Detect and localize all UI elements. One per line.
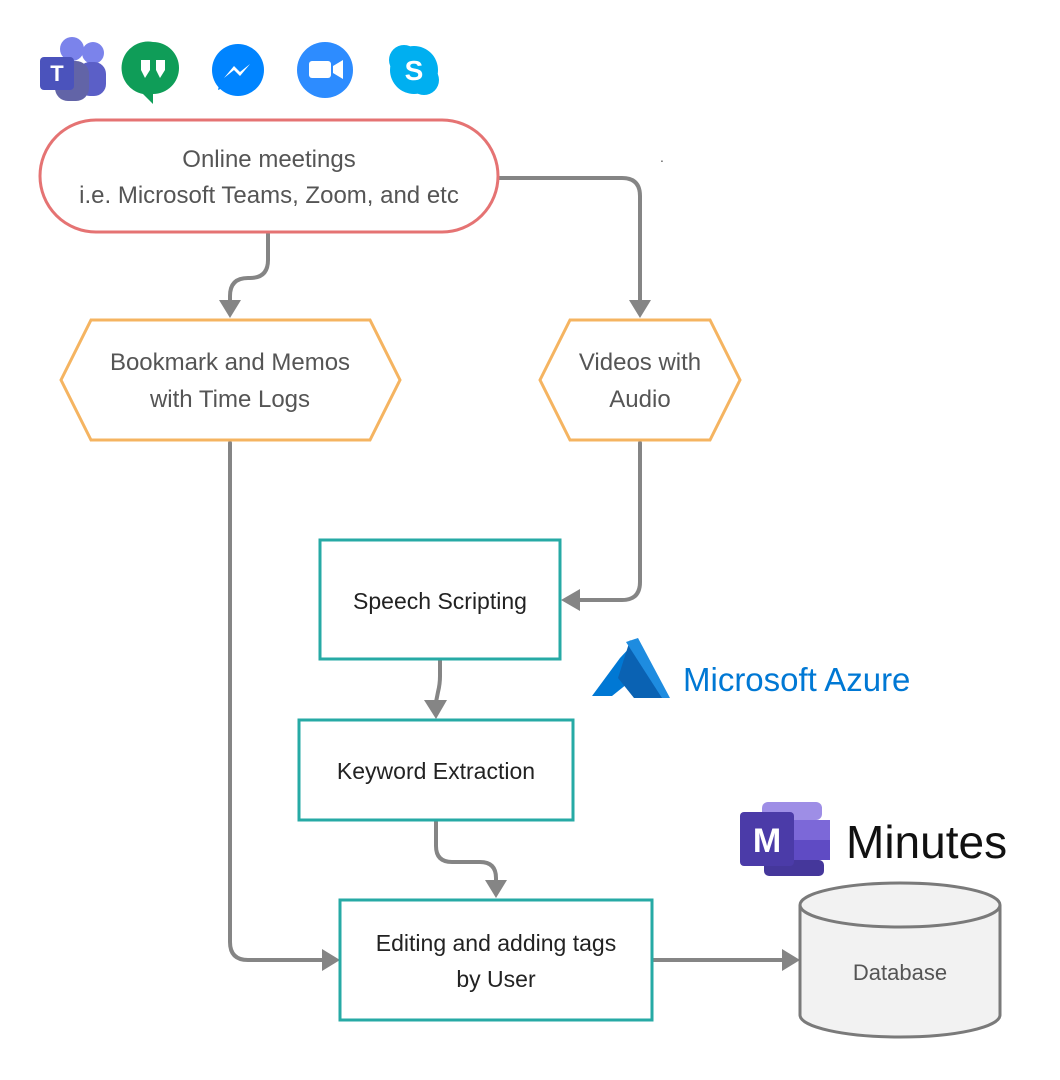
messenger-icon bbox=[212, 44, 264, 96]
bookmark-node: Bookmark and Memos with Time Logs bbox=[59, 318, 402, 442]
minutes-icon-letter: M bbox=[753, 822, 781, 860]
keyword-extraction-label: Keyword Extraction bbox=[337, 758, 535, 784]
azure-icon bbox=[592, 638, 670, 698]
minutes-app-icon: M bbox=[740, 802, 830, 876]
microsoft-azure-logo: Microsoft Azure bbox=[592, 638, 910, 698]
skype-icon: S bbox=[389, 45, 439, 95]
online-meetings-line1: Online meetings bbox=[182, 146, 355, 173]
bookmark-line1: Bookmark and Memos bbox=[110, 349, 350, 376]
online-meetings-line2: i.e. Microsoft Teams, Zoom, and etc bbox=[79, 182, 459, 209]
teams-icon-letter: T bbox=[50, 61, 64, 86]
editing-line2: by User bbox=[456, 966, 536, 992]
speech-scripting-label: Speech Scripting bbox=[353, 588, 527, 614]
database-label: Database bbox=[853, 960, 947, 985]
minutes-label: Minutes bbox=[846, 816, 1007, 868]
keyword-extraction-node: Keyword Extraction bbox=[297, 718, 575, 822]
teams-icon: T bbox=[40, 37, 106, 101]
hangouts-icon bbox=[121, 41, 179, 104]
azure-label: Microsoft Azure bbox=[683, 661, 910, 698]
zoom-icon bbox=[297, 42, 353, 98]
online-meetings-node: Online meetings i.e. Microsoft Teams, Zo… bbox=[38, 118, 500, 234]
videos-node: Videos with Audio bbox=[538, 318, 742, 442]
speech-scripting-node: Speech Scripting bbox=[318, 538, 562, 661]
videos-line1: Videos with bbox=[579, 349, 701, 376]
stray-mark: . bbox=[660, 149, 664, 165]
videos-line2: Audio bbox=[609, 386, 670, 413]
database-node: Database bbox=[798, 881, 1002, 1039]
skype-icon-letter: S bbox=[405, 55, 424, 86]
connectors bbox=[219, 176, 800, 971]
bookmark-line2: with Time Logs bbox=[149, 386, 310, 413]
editing-line1: Editing and adding tags bbox=[376, 930, 616, 956]
editing-node: Editing and adding tags by User bbox=[338, 898, 654, 1022]
minutes-logo: M Minutes bbox=[740, 802, 1007, 876]
